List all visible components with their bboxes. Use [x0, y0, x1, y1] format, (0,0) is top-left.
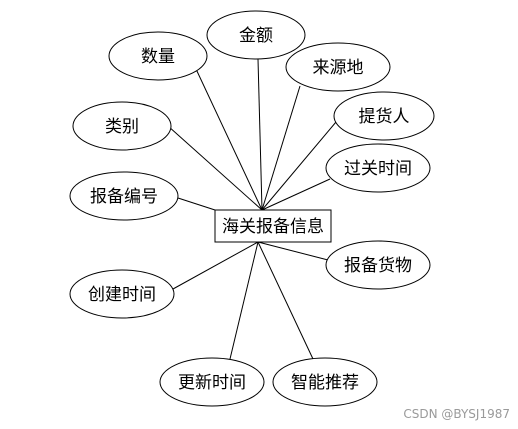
attribute-node-baobeibianhao: 报备编号	[69, 171, 179, 221]
attribute-node-leibie: 类别	[72, 101, 172, 151]
attribute-ellipse-gengxinshijian	[159, 357, 265, 407]
attribute-label-leibie: 类别	[105, 117, 139, 137]
attribute-ellipse-zhinengtuijian	[272, 357, 378, 407]
attribute-node-guoguanshijian: 过关时间	[325, 143, 431, 193]
attribute-label-laiyuandi: 来源地	[313, 58, 364, 78]
relationship-line-guoguanshijian	[261, 178, 331, 211]
relationship-line-laiyuandi	[261, 85, 301, 211]
entity-label: 海关报备信息	[222, 217, 324, 237]
attribute-label-guoguanshijian: 过关时间	[344, 159, 412, 179]
relationship-line-zhinengtuijian	[257, 241, 314, 360]
attribute-label-shuliang: 数量	[141, 47, 175, 67]
relationship-line-tihuoren	[261, 121, 337, 211]
entity-node: 海关报备信息	[214, 209, 332, 243]
attribute-node-laiyuandi: 来源地	[285, 42, 391, 92]
attribute-ellipse-guoguanshijian	[325, 143, 431, 193]
attribute-ellipse-chuangjianshijian	[69, 269, 175, 319]
attribute-node-shuliang: 数量	[108, 31, 208, 81]
watermark: CSDN @BYSJ1987	[403, 407, 510, 421]
attribute-ellipse-laiyuandi	[285, 42, 391, 92]
relationship-line-gengxinshijian	[229, 241, 259, 360]
attribute-ellipse-baobeihuowu	[325, 240, 431, 290]
attribute-ellipse-shuliang	[108, 31, 208, 81]
relationship-lines	[167, 58, 337, 360]
attribute-ellipse-baobeibianhao	[69, 171, 179, 221]
attribute-label-tihuoren: 提货人	[359, 107, 410, 127]
relationship-line-jine	[257, 58, 263, 211]
attribute-label-zhinengtuijian: 智能推荐	[291, 373, 359, 393]
attribute-node-gengxinshijian: 更新时间	[159, 357, 265, 407]
entity-box	[214, 209, 332, 243]
attribute-ellipse-leibie	[72, 101, 172, 151]
attribute-node-chuangjianshijian: 创建时间	[69, 269, 175, 319]
attribute-node-tihuoren: 提货人	[333, 91, 435, 141]
attribute-label-chuangjianshijian: 创建时间	[88, 285, 156, 305]
attribute-label-baobeihuowu: 报备货物	[344, 256, 412, 276]
attribute-node-baobeihuowu: 报备货物	[325, 240, 431, 290]
attribute-label-baobeibianhao: 报备编号	[90, 187, 158, 207]
attribute-label-gengxinshijian: 更新时间	[178, 373, 246, 393]
attribute-node-jine: 金额	[206, 10, 306, 60]
relationship-line-baobeihuowu	[257, 241, 329, 261]
relationship-line-baobeibianhao	[177, 197, 216, 211]
relationship-line-shuliang	[195, 68, 263, 211]
relationship-line-leibie	[167, 125, 263, 211]
attribute-ellipse-jine	[206, 10, 306, 60]
attribute-label-jine: 金额	[239, 26, 273, 46]
attribute-ellipse-tihuoren	[333, 91, 435, 141]
attribute-node-zhinengtuijian: 智能推荐	[272, 357, 378, 407]
relationship-line-chuangjianshijian	[172, 241, 259, 290]
